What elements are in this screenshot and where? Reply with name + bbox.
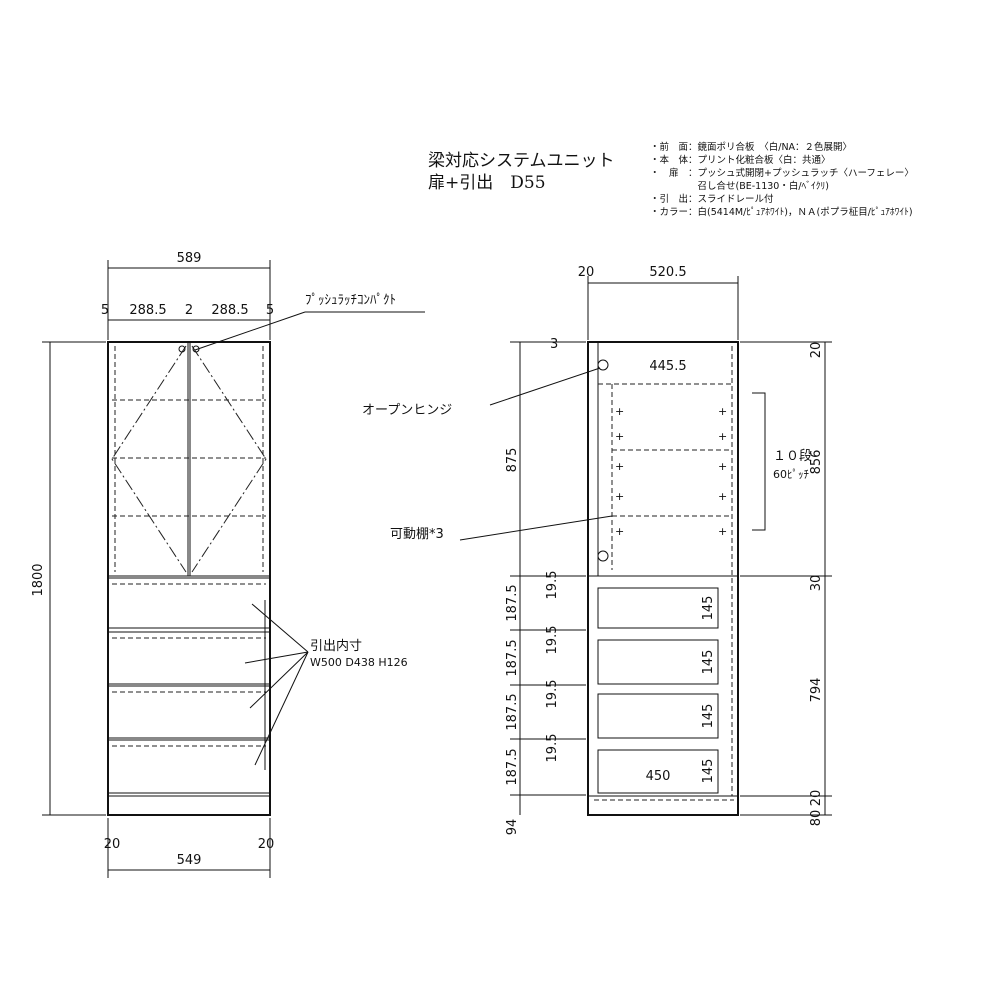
dim-front-sub: 288.5 <box>129 303 166 318</box>
svg-text:+: + <box>718 525 727 538</box>
dim-front-width: 589 <box>177 251 202 266</box>
dim-side-left: 187.5 <box>505 639 520 676</box>
dim-front-sub: 2 <box>185 303 193 318</box>
dim-side-right: 30 <box>809 575 824 592</box>
dim-front-bottom: 20 <box>258 837 275 852</box>
drawer-height: 145 <box>701 596 716 621</box>
dim-front-sub: 288.5 <box>211 303 248 318</box>
drawer-depth: 450 <box>646 769 671 784</box>
dim-side-left: 187.5 <box>505 584 520 621</box>
pitch-count: １０段 <box>773 449 812 464</box>
svg-text:+: + <box>718 490 727 503</box>
dim-side-right: 794 <box>809 678 824 703</box>
spec-item: 召し合せ(BE-1130・白/ﾍﾞｲｸﾘ) <box>650 180 829 192</box>
side-view: + + + + + + + + + + 145 145 145 145 450 445.… <box>362 265 832 835</box>
dim-front-bottom: 20 <box>104 837 121 852</box>
dim-side-left: 19.5 <box>545 571 560 600</box>
spec-item: ・カラー：白(5414M/ﾋﾟｭｱﾎﾜｲﾄ)，ＮＡ(ポプラ柾目/ﾋﾟｭｱﾎﾜｲﾄ… <box>650 206 913 218</box>
svg-text:+: + <box>615 490 624 503</box>
spec-item: ・ 扉 ：プッシュ式開閉+プッシュラッチ〈ハーフェレー〉 <box>650 167 914 179</box>
drawer-height: 145 <box>701 759 716 784</box>
push-latch-label: ﾌﾟｯｼｭﾗｯﾁｺﾝﾊﾟｸﾄ <box>305 293 396 308</box>
svg-text:+: + <box>718 405 727 418</box>
svg-text:+: + <box>615 460 624 473</box>
dim-front-bottom: 549 <box>177 853 202 868</box>
dim-side-top: 20 <box>578 265 595 280</box>
dim-side-right: 20 <box>809 790 824 807</box>
spec-item: ・本 体：プリント化粧合板〈白：共通〉 <box>650 154 831 166</box>
svg-text:+: + <box>718 430 727 443</box>
svg-text:+: + <box>718 460 727 473</box>
drawer-inner-label: 引出内寸 <box>310 638 362 654</box>
spec-list: ・前 面：鏡面ポリ合板 〈白/NA：２色展開〉 ・本 体：プリント化粧合板〈白：… <box>650 141 914 218</box>
drawer-inner-size: W500 D438 H126 <box>310 656 408 669</box>
dim-side-left: 3 <box>550 337 558 352</box>
spec-item: ・前 面：鏡面ポリ合板 〈白/NA：２色展開〉 <box>650 141 852 153</box>
title-line2: 扉+引出 D55 <box>428 173 546 193</box>
dim-side-left: 19.5 <box>545 626 560 655</box>
dim-side-right: 856 <box>809 450 824 475</box>
dim-side-left: 94 <box>505 819 520 836</box>
inner-depth: 445.5 <box>649 359 686 374</box>
open-hinge-label: オープンヒンジ <box>362 403 452 418</box>
dim-side-left: 19.5 <box>545 680 560 709</box>
dim-side-left: 19.5 <box>545 734 560 763</box>
dim-side-left: 875 <box>505 448 520 473</box>
svg-text:+: + <box>615 405 624 418</box>
movable-shelf-label: 可動棚*3 <box>390 527 444 542</box>
title-line1: 梁対応システムユニット <box>428 151 615 171</box>
dim-side-left: 187.5 <box>505 748 520 785</box>
dim-front-height: 1800 <box>31 563 46 596</box>
drawer-height: 145 <box>701 704 716 729</box>
front-view: 引出内寸 W500 D438 H126 ﾌﾟｯｼｭﾗｯﾁｺﾝﾊﾟｸﾄ 589 5… <box>31 251 425 878</box>
dim-front-sub: 5 <box>266 303 274 318</box>
pitch-size: 60ﾋﾟｯﾁ <box>773 468 809 481</box>
svg-text:+: + <box>615 430 624 443</box>
dim-side-top: 520.5 <box>649 265 686 280</box>
drawer-height: 145 <box>701 650 716 675</box>
dim-side-right: 80 <box>809 810 824 827</box>
dim-front-sub: 5 <box>101 303 109 318</box>
dim-side-left: 187.5 <box>505 693 520 730</box>
dim-side-right: 20 <box>809 342 824 359</box>
spec-item: ・引 出：スライドレール付 <box>650 193 774 205</box>
svg-text:+: + <box>615 525 624 538</box>
